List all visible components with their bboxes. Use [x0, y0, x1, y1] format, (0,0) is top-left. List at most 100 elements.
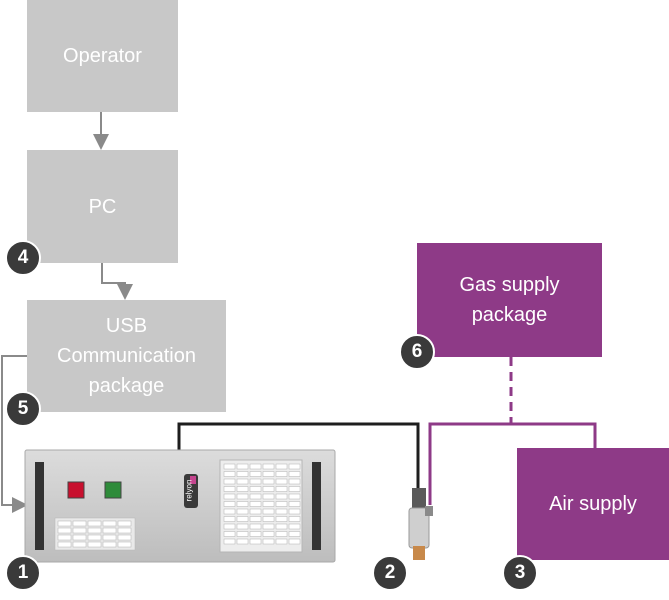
relyon-logo-text: relyon	[184, 479, 194, 502]
vent-slot	[249, 523, 262, 530]
operator-label: Operator	[63, 45, 142, 67]
vent-slot	[288, 463, 301, 470]
vent-slot	[275, 523, 288, 530]
red-switch	[67, 481, 85, 499]
vent-slot	[223, 538, 236, 545]
pc-label: PC	[88, 195, 117, 218]
vent-slot	[87, 534, 102, 541]
green-switch	[104, 481, 122, 499]
vent-slot	[275, 463, 288, 470]
usb-to-unit-arrow	[1, 355, 28, 513]
vent-slot	[223, 523, 236, 530]
vent-slot	[223, 531, 236, 537]
vent-slot	[275, 493, 288, 500]
vent-slot	[102, 541, 117, 548]
vent-slot	[223, 471, 236, 477]
vent-slot	[72, 527, 87, 534]
vent-slot	[249, 531, 262, 537]
air-supply-label: Air supply	[549, 493, 637, 515]
vent-slot	[262, 486, 275, 492]
vent-slot	[288, 531, 301, 537]
vent-slot	[236, 471, 249, 477]
vent-slot	[223, 486, 236, 492]
vent-slot	[249, 501, 262, 507]
vent-slot	[117, 527, 132, 534]
vent-slot	[72, 534, 87, 541]
vent-slot	[102, 527, 117, 534]
vent-slot	[249, 478, 262, 485]
vent-slot	[262, 523, 275, 530]
usb-communication-label: USB Communication package	[57, 315, 196, 397]
vent-slot	[236, 478, 249, 485]
vent-slot	[223, 478, 236, 485]
vent-slot	[102, 534, 117, 541]
vent-slot	[262, 493, 275, 500]
vent-slot	[288, 486, 301, 492]
vent-slot	[223, 463, 236, 470]
vent-slot	[57, 527, 72, 534]
vent-slot	[117, 520, 132, 527]
gas-line	[428, 422, 597, 505]
vent-slot	[275, 531, 288, 537]
vent-slot	[236, 493, 249, 500]
gas-supply-label: Gas supply package	[459, 274, 560, 326]
vent-slot	[236, 531, 249, 537]
left-handle	[35, 462, 44, 550]
vent-slot	[262, 508, 275, 515]
vent-slot	[236, 501, 249, 507]
badge-unit: 1	[5, 555, 41, 591]
air-supply-box: Air supply	[517, 448, 669, 560]
power-cable	[177, 422, 420, 488]
vent-slot	[262, 471, 275, 477]
vent-slot	[262, 516, 275, 522]
vent-slot	[87, 541, 102, 548]
vent-slot	[249, 508, 262, 515]
vent-slot	[275, 538, 288, 545]
vent-slot	[117, 541, 132, 548]
vent-slot	[275, 471, 288, 477]
badge-nozzle: 2	[372, 555, 408, 591]
vent-slot	[249, 486, 262, 492]
vent-slot	[236, 486, 249, 492]
vent-slot	[236, 538, 249, 545]
vent-slot	[262, 538, 275, 545]
pc-to-usb-arrow	[101, 263, 133, 300]
vent-slot	[288, 508, 301, 515]
vent-slot	[57, 520, 72, 527]
vent-slot	[249, 516, 262, 522]
operator-box: Operator	[27, 0, 178, 112]
vent-slot	[262, 501, 275, 507]
vent-slot	[288, 493, 301, 500]
vent-slot	[223, 501, 236, 507]
badge-gas: 6	[399, 334, 435, 370]
vent-slot	[275, 516, 288, 522]
usb-communication-box: USB Communication package	[27, 300, 226, 412]
vent-slot	[223, 516, 236, 522]
vent-slot	[72, 541, 87, 548]
vent-slot	[102, 520, 117, 527]
vent-slot	[288, 516, 301, 522]
plasma-nozzle	[408, 488, 433, 560]
vent-slot	[249, 538, 262, 545]
vent-slot	[236, 516, 249, 522]
vent-slot	[275, 486, 288, 492]
vent-slot	[288, 538, 301, 545]
right-handle	[312, 462, 321, 550]
vent-slot	[262, 531, 275, 537]
vent-slot	[87, 520, 102, 527]
vent-slot	[249, 471, 262, 477]
vent-slot	[72, 520, 87, 527]
vent-slot	[117, 534, 132, 541]
vent-slot	[57, 541, 72, 548]
badge-pc: 4	[5, 240, 41, 276]
vent-slot	[275, 501, 288, 507]
vent-slot	[223, 508, 236, 515]
vent-slot	[236, 523, 249, 530]
vent-slot	[288, 523, 301, 530]
gas-supply-box: Gas supply package	[417, 243, 602, 357]
vent-slot	[275, 508, 288, 515]
vent-slot	[223, 493, 236, 500]
vent-slot	[262, 478, 275, 485]
